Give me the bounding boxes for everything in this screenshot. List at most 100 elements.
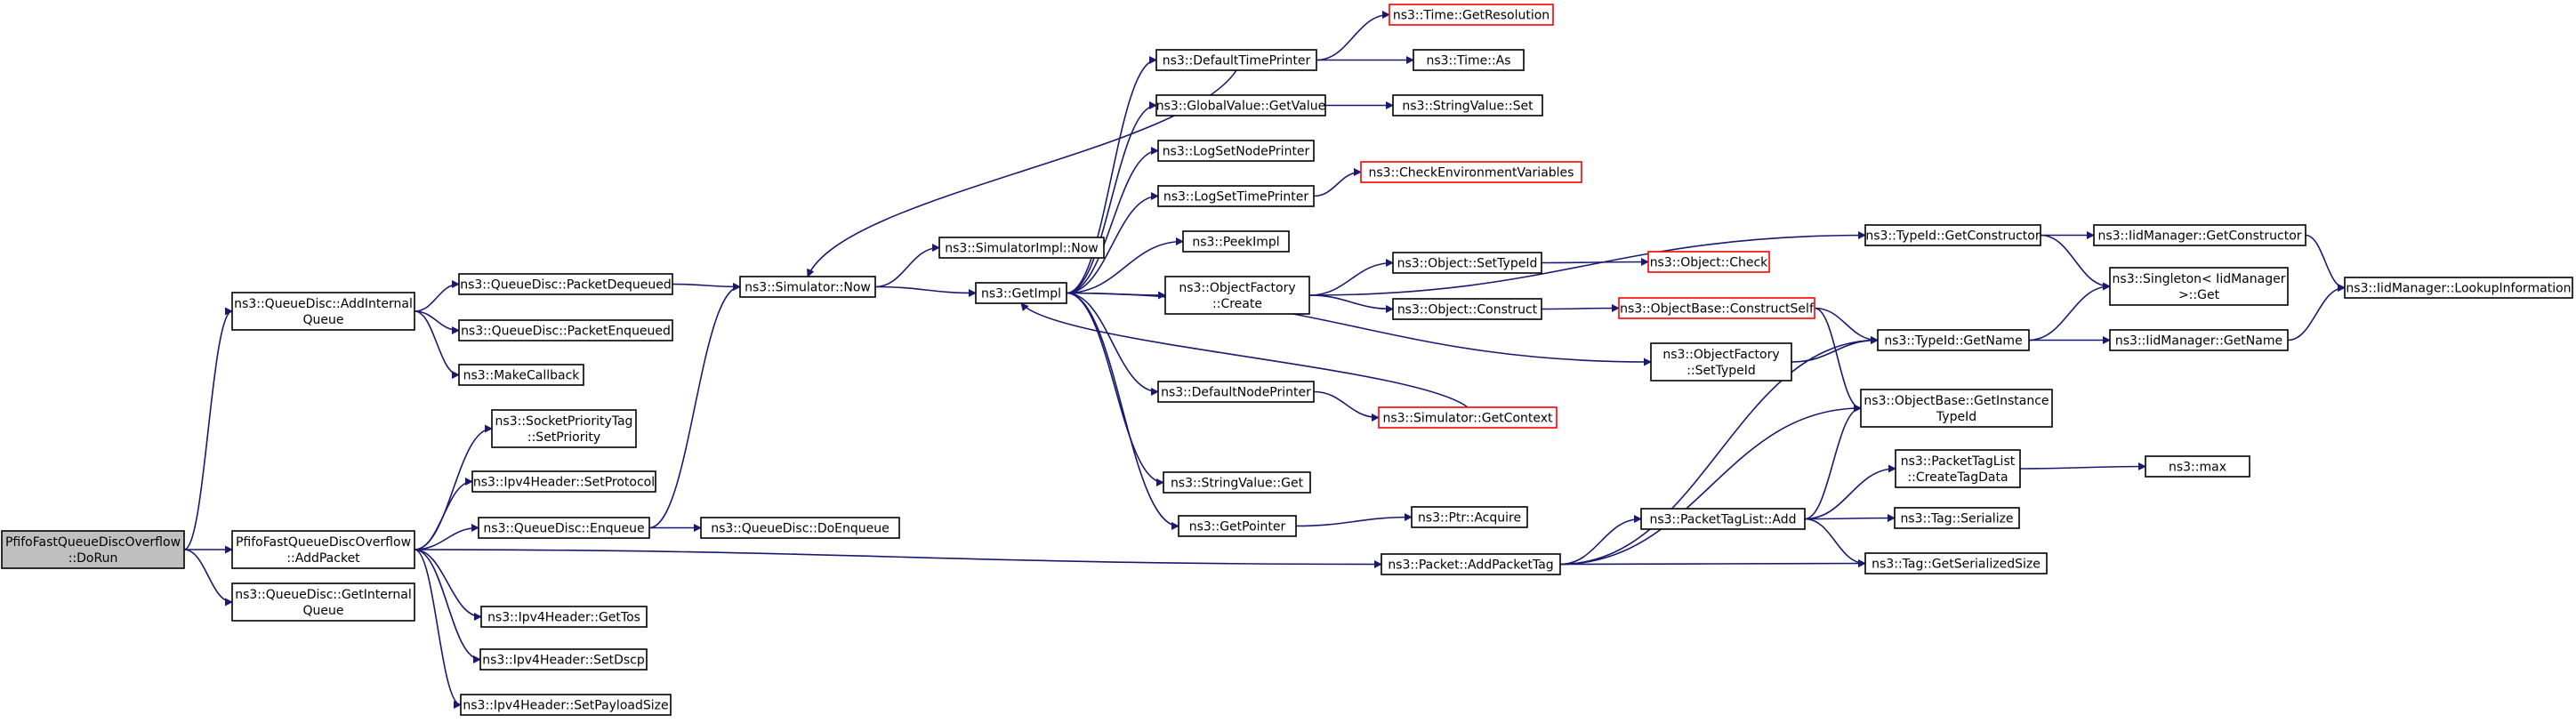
node-label-line: ns3::PacketTagList — [1901, 454, 2016, 469]
node-box — [1877, 329, 2030, 351]
call-edge-ptlAdd-to-createTagData — [1804, 464, 1896, 520]
function-node-makeCallback[interactable]: ns3::MakeCallback — [458, 364, 584, 386]
call-edge-simGetContext-to-getImpl — [1020, 302, 1469, 408]
call-edge-getImpl-to-defaultNodePrinter — [1066, 292, 1159, 396]
function-node-getImpl[interactable]: ns3::GetImpl — [975, 282, 1067, 304]
function-node-setDscp[interactable]: ns3::Ipv4Header::SetDscp — [479, 648, 648, 671]
function-node-singletonGet[interactable]: ns3::Singleton< IidManager >::Get — [2109, 267, 2289, 306]
function-node-typeIdGetConstructor[interactable]: ns3::TypeId::GetConstructor — [1864, 224, 2041, 246]
node-box — [1860, 389, 2053, 428]
function-node-peekImpl[interactable]: ns3::PeekImpl — [1182, 230, 1290, 253]
function-node-objFactoryCreate[interactable]: ns3::ObjectFactory::Create — [1164, 276, 1310, 315]
function-node-typeIdGetName[interactable]: ns3::TypeId::GetName — [1877, 329, 2030, 351]
node-label-line: ns3::IidManager::GetConstructor — [2097, 229, 2301, 244]
call-edge-doRun-to-addInternalQueue — [183, 307, 233, 550]
function-node-timeAs[interactable]: ns3::Time::As — [1413, 49, 1525, 71]
function-node-setPayloadSize[interactable]: ns3::Ipv4Header::SetPayloadSize — [460, 694, 672, 716]
node-label-line: ns3::IidManager::GetName — [2115, 334, 2282, 349]
call-edge-factorySetTypeId-to-typeIdGetName — [1791, 336, 1879, 363]
call-edge-getImpl-to-factorySetTypeId — [1066, 292, 1652, 366]
function-node-getTos[interactable]: ns3::Ipv4Header::GetTos — [480, 606, 648, 628]
function-node-logSetTimePrinter[interactable]: ns3::LogSetTimePrinter — [1157, 185, 1315, 207]
node-box — [458, 273, 673, 295]
function-node-ptrAcquire[interactable]: ns3::Ptr::Acquire — [1411, 506, 1528, 528]
function-node-packetDequeued[interactable]: ns3::QueueDisc::PacketDequeued — [458, 273, 673, 295]
call-edge-getPointer-to-ptrAcquire — [1295, 513, 1413, 527]
node-label-line: ns3::QueueDisc::Enqueue — [483, 522, 644, 536]
call-edge-typeIdGetConstructor-to-singletonGet — [2040, 234, 2111, 291]
function-node-objCheck[interactable]: ns3::Object::Check — [1647, 251, 1770, 273]
function-node-checkEnvVars[interactable]: ns3::CheckEnvironmentVariables — [1360, 161, 1582, 183]
function-node-ptlAdd[interactable]: ns3::PacketTagList::Add — [1640, 508, 1806, 530]
node-label-line: ns3::QueueDisc::DoEnqueue — [711, 522, 890, 536]
function-node-iidGetName[interactable]: ns3::IidManager::GetName — [2109, 329, 2289, 351]
function-node-globalGetValue[interactable]: ns3::GlobalValue::GetValue — [1155, 94, 1326, 116]
function-node-tagSerialize[interactable]: ns3::Tag::Serialize — [1894, 507, 2020, 529]
node-label-line: Queue — [303, 313, 344, 327]
function-node-stringValueGet[interactable]: ns3::StringValue::Get — [1163, 471, 1311, 494]
function-node-ns3max[interactable]: ns3::max — [2145, 455, 2250, 478]
node-label-line: ns3::Time::GetResolution — [1393, 9, 1550, 23]
function-node-factorySetTypeId[interactable]: ns3::ObjectFactory::SetTypeId — [1650, 342, 1792, 382]
call-edge-iidGetConstructor-to-lookupInformation — [2305, 234, 2346, 292]
function-node-setPriority[interactable]: ns3::SocketPriorityTag::SetPriority — [491, 409, 637, 448]
call-edge-getImpl-to-getPointer — [1066, 292, 1179, 530]
node-box — [480, 606, 648, 628]
node-box — [1155, 94, 1326, 116]
call-edge-addPacket-to-setPayloadSize — [414, 549, 462, 709]
node-box — [1640, 508, 1806, 530]
function-node-simGetContext[interactable]: ns3::Simulator::GetContext — [1378, 406, 1558, 429]
node-box — [471, 470, 656, 493]
function-node-enqueue[interactable]: ns3::QueueDisc::Enqueue — [478, 517, 650, 539]
function-node-defaultNodePrinter[interactable]: ns3::DefaultNodePrinter — [1157, 381, 1315, 403]
function-node-createTagData[interactable]: ns3::PacketTagList::CreateTagData — [1895, 449, 2021, 488]
call-edge-addInternalQueue-to-packetDequeued — [414, 280, 460, 312]
node-box — [1650, 342, 1792, 382]
node-box — [1178, 515, 1297, 537]
node-label-line: ns3::StringValue::Get — [1171, 477, 1304, 491]
function-node-tagGetSerializedSize[interactable]: ns3::Tag::GetSerializedSize — [1864, 552, 2048, 574]
node-label-line: ns3::GlobalValue::GetValue — [1156, 100, 1325, 114]
function-node-logSetNodePrinter[interactable]: ns3::LogSetNodePrinter — [1157, 140, 1315, 162]
node-box — [1895, 449, 2021, 488]
node-box — [1182, 230, 1290, 253]
function-node-constructSelf[interactable]: ns3::ObjectBase::ConstructSelf — [1618, 297, 1815, 319]
node-label-line: ns3::DefaultNodePrinter — [1161, 386, 1311, 400]
call-edge-objFactoryCreate-to-objConstruct — [1308, 294, 1394, 313]
function-node-addPacketTag[interactable]: ns3::Packet::AddPacketTag — [1381, 553, 1561, 575]
node-box — [2344, 277, 2573, 299]
function-node-doEnqueue[interactable]: ns3::QueueDisc::DoEnqueue — [700, 517, 900, 539]
function-node-setProtocol[interactable]: ns3::Ipv4Header::SetProtocol — [471, 470, 656, 493]
function-node-stringValueSet[interactable]: ns3::StringValue::Set — [1392, 94, 1543, 116]
function-node-packetEnqueued[interactable]: ns3::QueueDisc::PacketEnqueued — [458, 319, 673, 341]
function-node-objConstruct[interactable]: ns3::Object::Construct — [1392, 298, 1542, 320]
call-edge-ptlAdd-to-getInstanceTypeId — [1804, 404, 1862, 520]
call-edge-getImpl-to-logSetTimePrinter — [1066, 192, 1159, 294]
node-box — [458, 364, 584, 386]
call-edge-simNow-to-getImpl — [874, 285, 977, 297]
node-label-line: ns3::Tag::GetSerializedSize — [1872, 558, 2041, 572]
node-label-line: ns3::TypeId::GetConstructor — [1865, 229, 2040, 244]
node-label-line: ns3::ObjectFactory — [1179, 281, 1295, 295]
function-node-simImplNow[interactable]: ns3::SimulatorImpl::Now — [938, 237, 1105, 259]
node-box — [1647, 251, 1770, 273]
node-box — [1618, 297, 1815, 319]
function-node-objSetTypeId[interactable]: ns3::Object::SetTypeId — [1392, 252, 1542, 274]
node-box — [1, 530, 185, 569]
function-node-timeGetResolution[interactable]: ns3::Time::GetResolution — [1389, 4, 1554, 26]
function-node-defaultTimePrinter[interactable]: ns3::DefaultTimePrinter — [1155, 49, 1317, 71]
function-node-lookupInformation[interactable]: ns3::IidManager::LookupInformation — [2344, 277, 2573, 299]
node-box — [2093, 224, 2306, 246]
node-label-line: ns3::IidManager::LookupInformation — [2346, 282, 2571, 296]
function-node-iidGetConstructor[interactable]: ns3::IidManager::GetConstructor — [2093, 224, 2306, 246]
node-box — [2145, 455, 2250, 478]
function-node-addPacket[interactable]: PfifoFastQueueDiscOverflow::AddPacket — [231, 530, 415, 569]
function-node-getPointer[interactable]: ns3::GetPointer — [1178, 515, 1297, 537]
function-node-simNow[interactable]: ns3::Simulator::Now — [739, 276, 876, 298]
node-label-line: ns3::Simulator::GetContext — [1382, 412, 1553, 426]
node-box — [1163, 471, 1311, 494]
